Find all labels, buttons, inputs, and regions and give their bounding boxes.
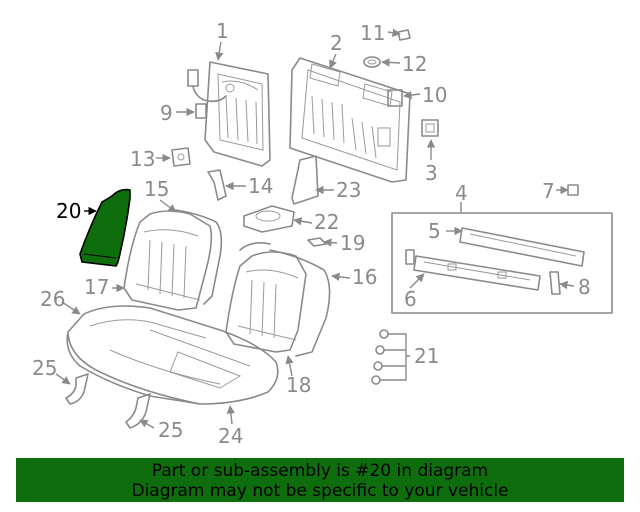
- part-7-clip: [567, 184, 579, 196]
- callout-19: 19: [340, 231, 365, 255]
- banner-line-1: Part or sub-assembly is #20 in diagram: [151, 461, 489, 481]
- part-2-seatback-frame-right: [289, 57, 411, 183]
- part-13-bracket: [171, 147, 191, 167]
- callout-4: 4: [455, 181, 468, 205]
- part-14-hinge: [207, 169, 227, 201]
- leader-lines: [55, 28, 575, 429]
- callout-15: 15: [144, 177, 169, 201]
- info-banner: Part or sub-assembly is #20 in diagram D…: [16, 458, 624, 502]
- callout-26: 26: [40, 287, 65, 311]
- part-21-bolts: [371, 329, 389, 385]
- part-19-cup-holder-insert: [307, 237, 327, 247]
- callout-18: 18: [286, 373, 311, 397]
- callout-3: 3: [425, 161, 438, 185]
- part-10-headrest-guide: [387, 89, 403, 107]
- part-23-armrest-cover: [291, 155, 319, 205]
- callout-25-lower: 25: [158, 418, 183, 442]
- callout-25-upper: 25: [32, 356, 57, 380]
- callout-1: 1: [216, 19, 229, 43]
- part-1-seatback-frame-left: [204, 61, 271, 167]
- part-12-grommet: [363, 56, 381, 68]
- part-3-bezel: [421, 119, 439, 137]
- callout-5: 5: [428, 219, 441, 243]
- part-4-hinge-assembly-box: [391, 212, 613, 314]
- callout-6: 6: [404, 287, 417, 311]
- callout-12: 12: [402, 52, 427, 76]
- part-22-armrest: [243, 205, 295, 233]
- part-11-clip: [397, 29, 411, 41]
- callout-7: 7: [542, 179, 555, 203]
- callout-10: 10: [422, 83, 447, 107]
- part-18-seatback-cushion-right: [225, 242, 331, 357]
- callout-23: 23: [336, 178, 361, 202]
- callout-11: 11: [360, 21, 385, 45]
- callout-22: 22: [314, 210, 339, 234]
- banner-line-2: Diagram may not be specific to your vehi…: [131, 481, 509, 501]
- part-9-wire-harness: [187, 69, 227, 119]
- callout-24: 24: [218, 424, 243, 448]
- part-24-seat-cushion: [66, 305, 279, 405]
- part-17-seatback-cushion-left: [123, 209, 223, 311]
- callout-20: 20: [56, 199, 81, 223]
- callout-9: 9: [160, 101, 173, 125]
- callout-13: 13: [130, 147, 155, 171]
- callout-2: 2: [330, 31, 343, 55]
- callout-17: 17: [84, 275, 109, 299]
- callout-16: 16: [352, 265, 377, 289]
- part-25-hook-a: [65, 373, 89, 405]
- callout-8: 8: [578, 275, 591, 299]
- part-25-hook-b: [125, 393, 151, 429]
- part-20-seatback-panel: [79, 188, 131, 267]
- callout-14: 14: [248, 174, 273, 198]
- callout-21: 21: [414, 344, 439, 368]
